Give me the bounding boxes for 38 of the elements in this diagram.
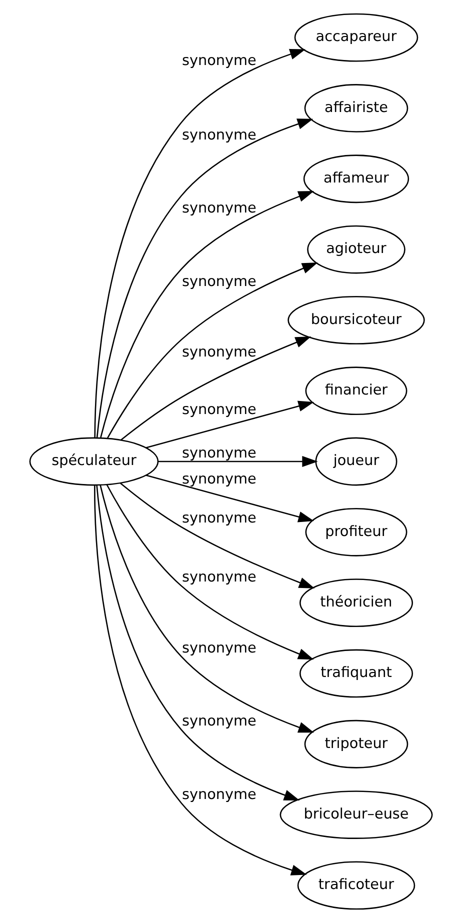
edge-label: synonyme [182,344,256,361]
edge-label: synonyme [182,714,256,730]
edge-label: synonyme [182,570,256,586]
edge-label: synonyme [182,640,256,656]
arrow [145,400,314,448]
edge-label: synonyme [182,274,256,290]
edge-label: synonyme [182,445,256,462]
node-ellipse: financier [304,366,407,416]
node-ellipse: profiteur [304,508,407,556]
arrow [157,456,318,467]
edge-label: synonyme [182,471,256,488]
node-ellipse: agioteur [306,225,405,274]
node-ellipse: affameur [302,154,409,204]
edge-label: synonyme [182,786,256,803]
arrow [96,118,313,438]
node-ellipse: trafiquant [298,649,413,698]
node-ellipse: affairiste [304,84,408,132]
arrow [106,262,318,438]
arrow [100,191,314,438]
arrow [120,336,311,440]
node-ellipse: spéculateur [28,437,158,486]
arrow [99,485,314,733]
arrow [120,482,314,588]
node-ellipse: accapareur [294,13,418,62]
arrow [106,484,314,660]
node-ellipse: joueur [314,437,397,486]
edge-label: synonyme [182,510,256,527]
arrow [145,474,314,522]
arrow [94,485,306,876]
edge-label: synonyme [182,200,256,217]
node-ellipse: traficoteur [296,861,415,910]
node-ellipse: boursicoteur [287,296,424,344]
arrow [94,48,306,438]
edge-label: synonyme [182,52,256,69]
edge-label: synonyme [182,127,256,144]
arrow [96,485,300,800]
node-ellipse: tripoteur [304,720,408,768]
edge-label: synonyme [182,402,256,418]
